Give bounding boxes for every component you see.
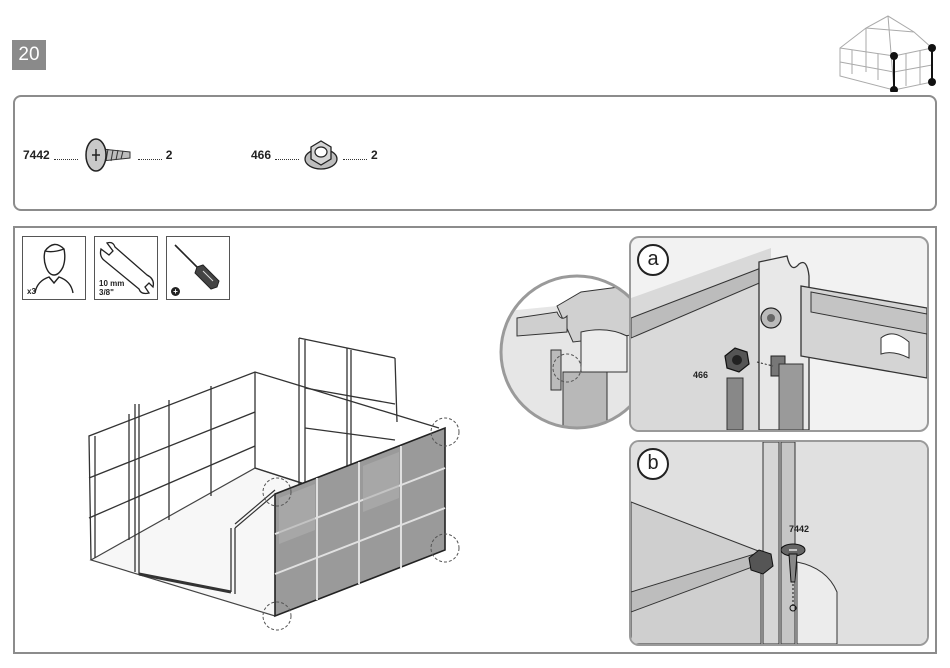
detail-b-panel: b 7442 [629, 440, 929, 646]
tool-wrench: 10 mm 3/8" [94, 236, 158, 300]
assembly-panel: x3 10 mm 3/8" + [13, 226, 937, 654]
detail-a-label: a [637, 244, 669, 276]
detail-b-label: b [637, 448, 669, 480]
hex-nut-icon [303, 137, 339, 173]
part-quantity: 2 [166, 148, 173, 162]
tool-people: x3 [22, 236, 86, 300]
detail-b-illustration [631, 442, 927, 644]
tool-screwdriver: + [166, 236, 230, 300]
parts-panel: 7442 2 466 2 [13, 95, 937, 211]
greenhouse-thumbnail-icon [836, 10, 940, 92]
step-number: 20 [12, 40, 46, 70]
people-count: x3 [27, 287, 36, 296]
callout-466: 466 [693, 370, 708, 380]
part-code: 466 [251, 148, 271, 162]
phillips-symbol: + [171, 287, 180, 296]
part-quantity: 2 [371, 148, 378, 162]
part-466: 466 2 [251, 97, 378, 213]
wrench-size-mm: 10 mm [99, 279, 124, 288]
greenhouse-frame-illustration [75, 328, 495, 638]
callout-7442: 7442 [789, 524, 809, 534]
detail-a-illustration [631, 238, 927, 430]
wrench-size-inch: 3/8" [99, 288, 114, 297]
part-code: 7442 [23, 148, 50, 162]
screw-icon [82, 137, 134, 173]
part-7442: 7442 2 [23, 97, 172, 213]
detail-a-panel: a 466 [629, 236, 929, 432]
